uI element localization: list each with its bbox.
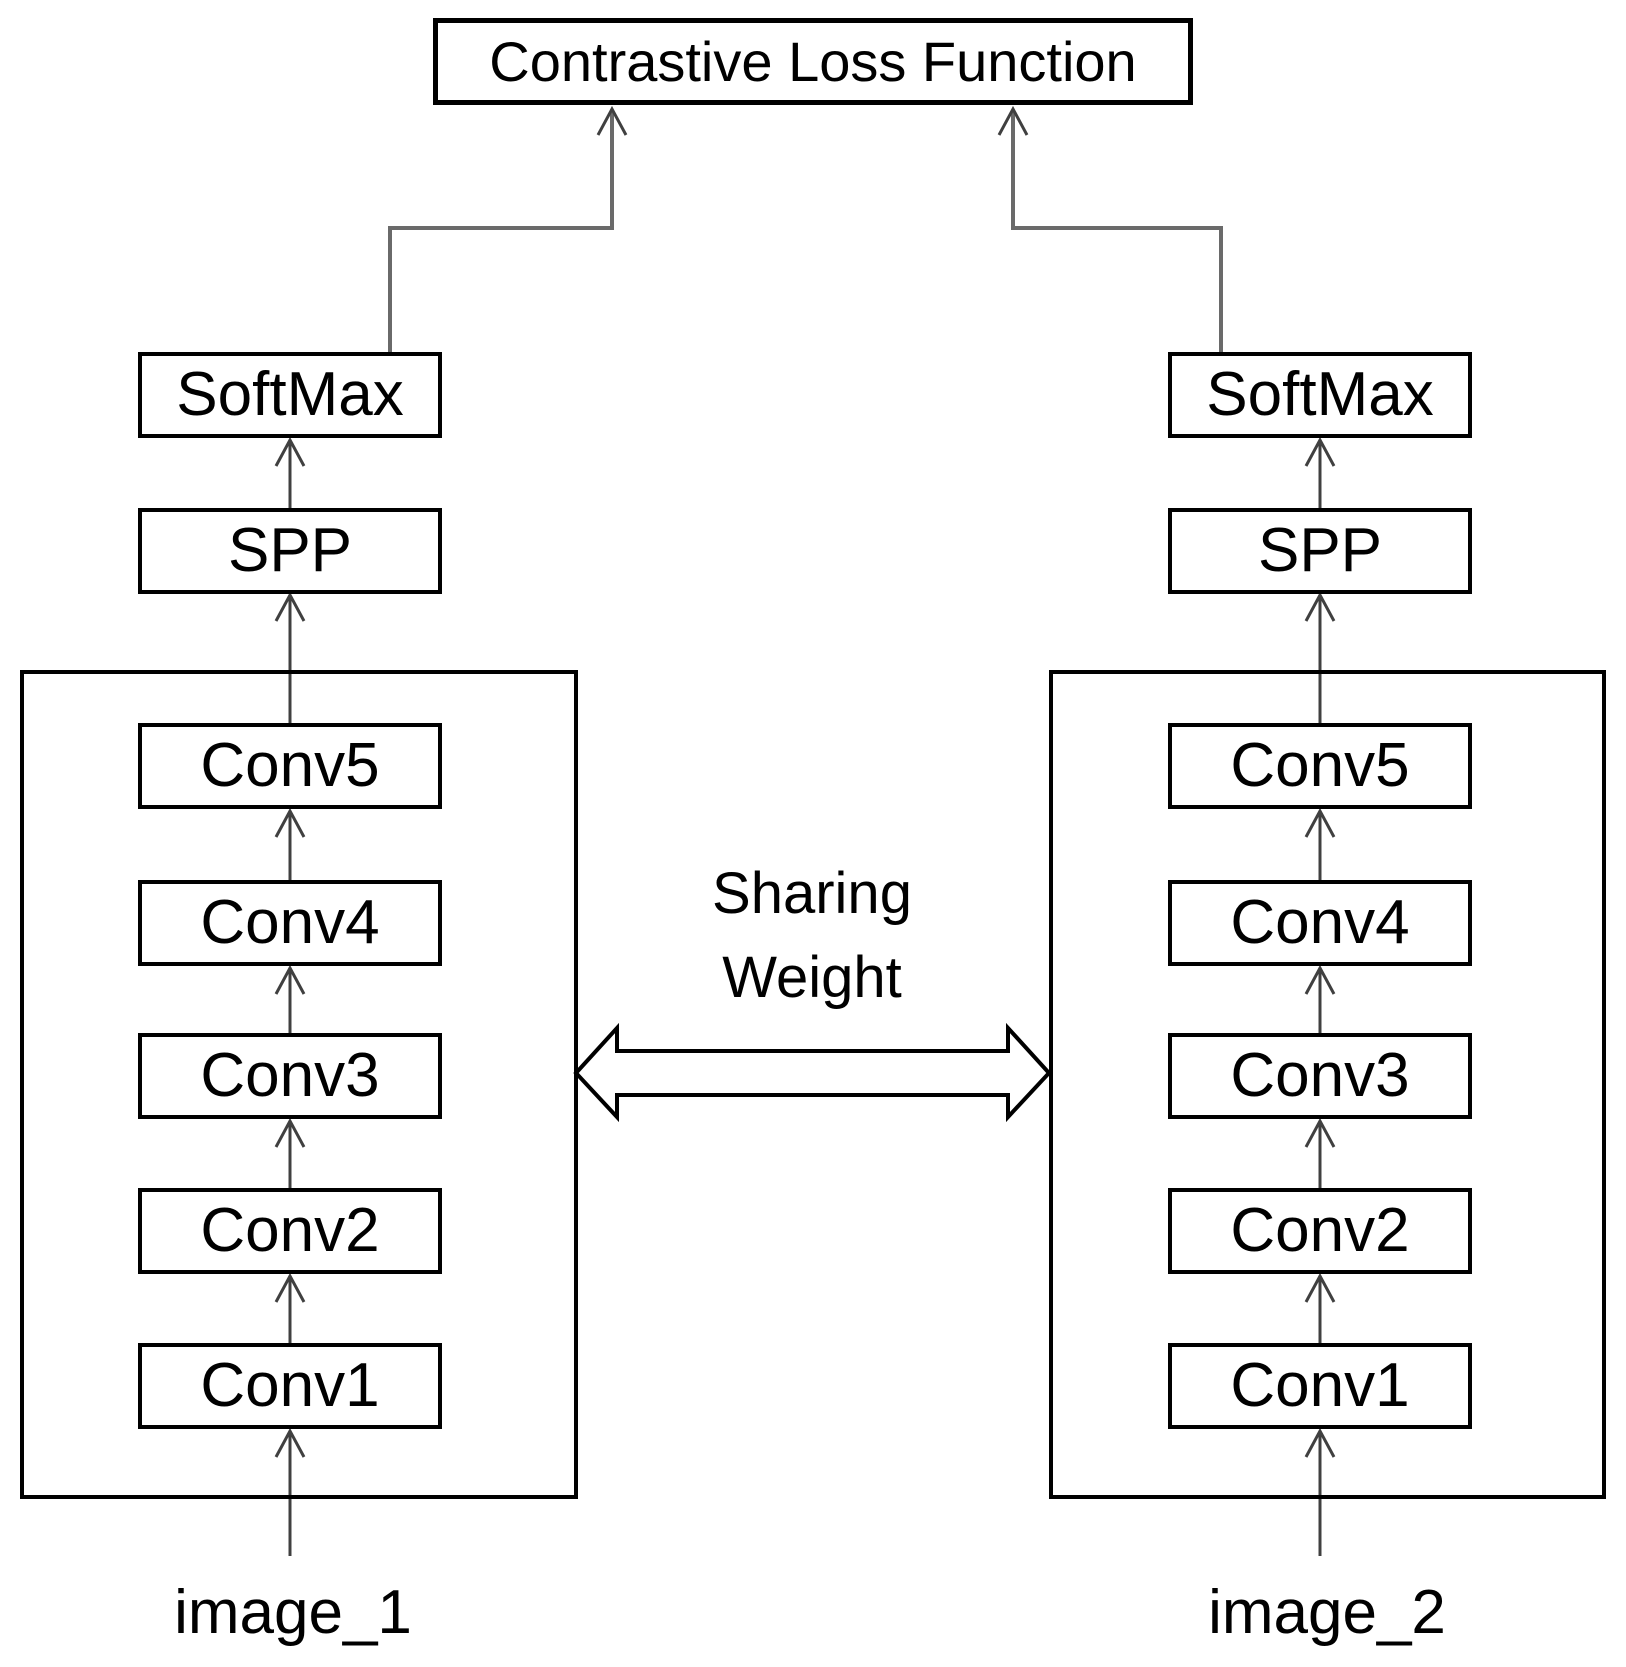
cnn-container-left — [20, 670, 578, 1499]
conv4-label-right: Conv4 — [1230, 888, 1410, 957]
conv2-label-right: Conv2 — [1230, 1196, 1410, 1265]
conv1-box-left: Conv1 — [138, 1343, 442, 1429]
arrow-spp-to-softmax-left — [274, 436, 306, 508]
contrastive-loss-box: Contrastive Loss Function — [433, 18, 1193, 105]
connector-softmax-to-loss-right — [1011, 112, 1223, 352]
arrowhead-loss-right — [997, 105, 1029, 136]
conv5-box-right: Conv5 — [1168, 723, 1472, 809]
conv4-box-right: Conv4 — [1168, 880, 1472, 966]
conv2-label-left: Conv2 — [200, 1196, 380, 1265]
spp-label-right: SPP — [1257, 516, 1383, 585]
conv4-label-left: Conv4 — [200, 888, 380, 957]
softmax-label-left: SoftMax — [176, 360, 404, 429]
conv3-label-left: Conv3 — [200, 1041, 380, 1110]
conv2-box-left: Conv2 — [138, 1188, 442, 1274]
conv1-box-right: Conv1 — [1168, 1343, 1472, 1429]
connector-softmax-to-loss-left — [388, 112, 614, 352]
conv1-label-right: Conv1 — [1230, 1351, 1410, 1420]
spp-label-left: SPP — [227, 516, 353, 585]
softmax-box-left: SoftMax — [138, 352, 442, 438]
sharing-weight-double-arrow — [573, 1022, 1052, 1123]
conv4-box-left: Conv4 — [138, 880, 442, 966]
sharing-weight-line1: Sharing — [712, 861, 912, 926]
sharing-weight-label: Sharing Weight — [612, 852, 1012, 1020]
arrow-spp-to-softmax-right — [1304, 436, 1336, 508]
contrastive-loss-label: Contrastive Loss Function — [489, 29, 1137, 93]
sharing-weight-line2: Weight — [722, 945, 902, 1010]
conv5-label-left: Conv5 — [200, 731, 380, 800]
spp-box-left: SPP — [138, 508, 442, 594]
input-label-image-1: image_1 — [174, 1578, 412, 1647]
arrowhead-loss-left — [596, 105, 628, 136]
conv3-label-right: Conv3 — [1230, 1041, 1410, 1110]
conv1-label-left: Conv1 — [200, 1351, 380, 1420]
cnn-container-right — [1049, 670, 1606, 1499]
softmax-box-right: SoftMax — [1168, 352, 1472, 438]
conv2-box-right: Conv2 — [1168, 1188, 1472, 1274]
conv5-label-right: Conv5 — [1230, 731, 1410, 800]
spp-box-right: SPP — [1168, 508, 1472, 594]
input-label-image-2: image_2 — [1208, 1578, 1446, 1647]
conv3-box-left: Conv3 — [138, 1033, 442, 1119]
softmax-label-right: SoftMax — [1206, 360, 1434, 429]
conv3-box-right: Conv3 — [1168, 1033, 1472, 1119]
conv5-box-left: Conv5 — [138, 723, 442, 809]
